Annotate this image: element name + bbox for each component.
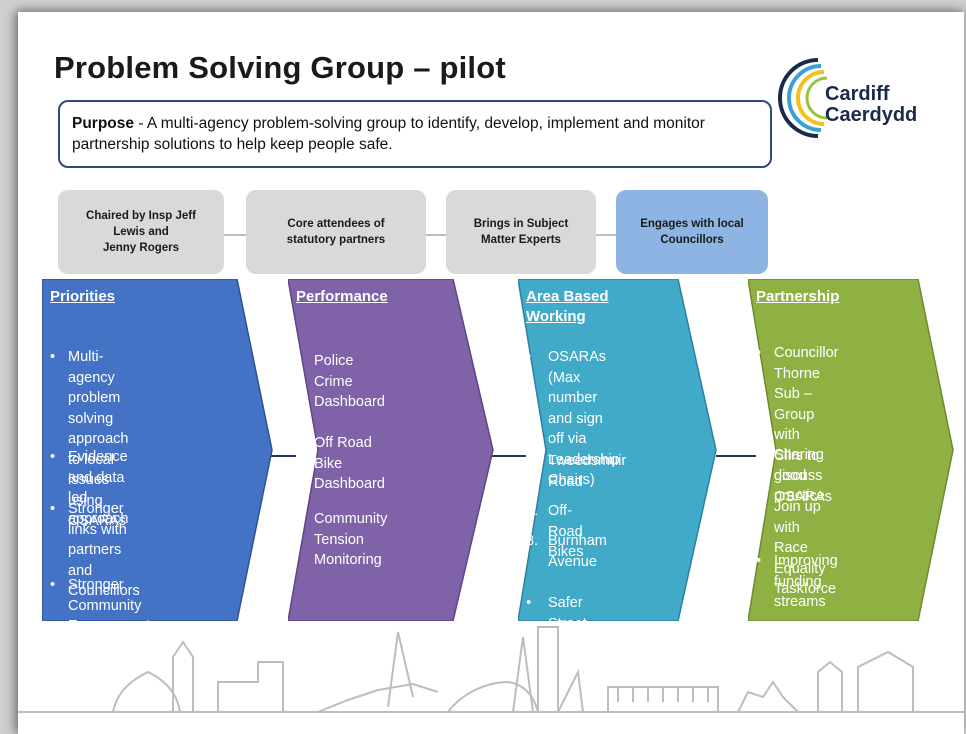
bullet-line: Monitoring	[314, 552, 382, 568]
cardiff-logo: Cardiff Caerdydd	[773, 52, 963, 147]
chevron-connector	[716, 455, 756, 457]
bullet-line: Councillor Thorne	[774, 345, 839, 382]
chip-text: Chaired by Insp Jeff	[86, 210, 196, 222]
bullet-line: led approach	[68, 490, 129, 527]
bullet-line: Chairs)	[548, 472, 595, 488]
chevron-connector	[256, 455, 296, 457]
bullet-line: Multi-agency	[68, 349, 115, 386]
bullet-line: issues using OSARAs	[68, 472, 127, 529]
bullet-line: Equality Taskforce	[774, 560, 837, 598]
slide: Problem Solving Group – pilot Cardiff Ca…	[18, 12, 964, 734]
bullet-line: Dashboard	[314, 394, 385, 410]
bullet-line: Road	[548, 473, 583, 490]
cardiff-swirl-icon	[778, 58, 828, 138]
purpose-label: Purpose	[72, 115, 135, 132]
chip-connector	[208, 234, 678, 236]
area-title-line: Working	[526, 308, 586, 325]
bullet-line: Tension	[314, 531, 364, 548]
bullet-line: streams	[774, 594, 826, 610]
partnership-title: Partnership	[756, 288, 840, 305]
chip-text: Brings in Subject	[473, 218, 569, 230]
bullet-line: off via Leadership	[548, 431, 620, 468]
bullet-line: Off Road Bike	[314, 435, 372, 472]
bullet-line: OSARAs (Max	[548, 349, 607, 386]
bullet-line: Join up with Race	[774, 499, 821, 556]
chevron-shape	[42, 279, 273, 621]
logo-line-1: Cardiff	[825, 83, 890, 105]
bullet-line: Engagement	[68, 618, 151, 634]
bullet-line: Dashboard	[314, 476, 385, 492]
bullet-line: Off-Road Bikes	[548, 503, 584, 560]
logo-line-2: Caerdydd	[825, 104, 918, 126]
bullet-line: Community	[314, 511, 388, 527]
bullet-line: Cllrs to discuss	[774, 447, 823, 485]
performance-title: Performance	[296, 288, 388, 305]
chip-text: statutory partners	[286, 234, 386, 246]
bullet-line: Burnham Avenue	[548, 533, 607, 570]
bullet-line: Evidence and data	[68, 449, 128, 486]
chevron-shape	[288, 279, 494, 621]
page-title: Problem Solving Group – pilot	[54, 50, 506, 85]
bullet-line: Stronger Community	[68, 577, 142, 614]
logo-text: Cardiff Caerdydd	[825, 84, 917, 126]
bullet-line: practice	[774, 488, 825, 504]
bullet-line: approach to local	[68, 431, 129, 468]
bullet-line: partners and	[68, 542, 122, 579]
chip-text: Matter Experts	[481, 234, 561, 246]
purpose-box: Purpose - A multi-agency problem-solving…	[58, 100, 772, 168]
bullet-line: number and sign	[548, 390, 603, 427]
chip-text: Jenny Rogers	[102, 242, 180, 254]
chip-text: Core attendees of	[287, 218, 385, 230]
bullet-line: problem solving	[68, 390, 121, 427]
bullet-line: Councillors	[68, 583, 140, 599]
bullet-line: Police Crime	[314, 353, 354, 390]
bullet-line: OSARAs	[774, 488, 833, 505]
purpose-text: - A multi-agency problem-solving group t…	[72, 115, 705, 153]
bullet-line: Improving funding	[774, 553, 838, 590]
bullet-line: Stronger links with	[68, 501, 127, 538]
chip-text: Councillors	[660, 234, 724, 246]
chevron-shape	[748, 279, 954, 621]
chevron-shape	[518, 279, 717, 621]
chip-text: Engages with local	[640, 218, 744, 230]
chip-core-attendees: Core attendees of statutory partners	[246, 190, 426, 274]
bullet-line: Sharing good	[774, 447, 824, 484]
area-title-line: Area Based	[526, 288, 609, 305]
priorities-title: Priorities	[50, 288, 116, 305]
cardiff-skyline-icon	[18, 626, 964, 713]
bullet-line: Tweedsmuir	[548, 453, 627, 469]
chip-text: Lewis and	[113, 226, 169, 238]
chevron-connector	[486, 455, 526, 457]
bullet-line: Sub –Group with	[774, 386, 815, 443]
